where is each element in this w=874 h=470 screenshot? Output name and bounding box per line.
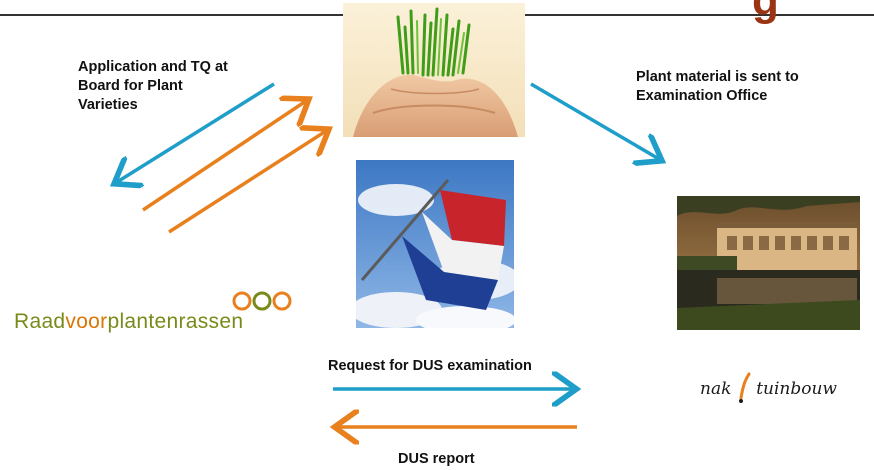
nak-leaf-icon <box>738 372 751 403</box>
plant-material-arrow <box>530 82 659 159</box>
nak-tuinbouw-logo: nak tuinbouw <box>700 372 837 404</box>
hands-grass-image <box>343 3 525 137</box>
rvp-text-raad: Raad <box>14 310 66 333</box>
raad-voor-plantenrassen-logo: Raadvoorplantenrassen <box>14 291 292 334</box>
rvp-flower-icon <box>232 291 292 311</box>
rvp-text-voor: voor <box>65 310 108 333</box>
request-label: Request for DUS examination <box>328 358 532 374</box>
nak-text: nak <box>700 379 732 399</box>
tuinbouw-text: tuinbouw <box>756 379 837 399</box>
plant-material-label: Plant material is sent to Examination Of… <box>636 69 799 104</box>
dutch-flag-image <box>356 160 514 328</box>
report-label: DUS report <box>398 451 475 467</box>
rvp-text-plantenrassen: plantenrassen <box>107 310 244 333</box>
application-label: Application and TQ at Board for Plant Va… <box>78 59 228 113</box>
title-fragment: g <box>752 0 779 25</box>
return-arrow-2 <box>168 131 326 234</box>
examination-office-image <box>677 196 860 330</box>
application-arrow <box>117 82 275 182</box>
return-arrow-1 <box>142 101 306 212</box>
